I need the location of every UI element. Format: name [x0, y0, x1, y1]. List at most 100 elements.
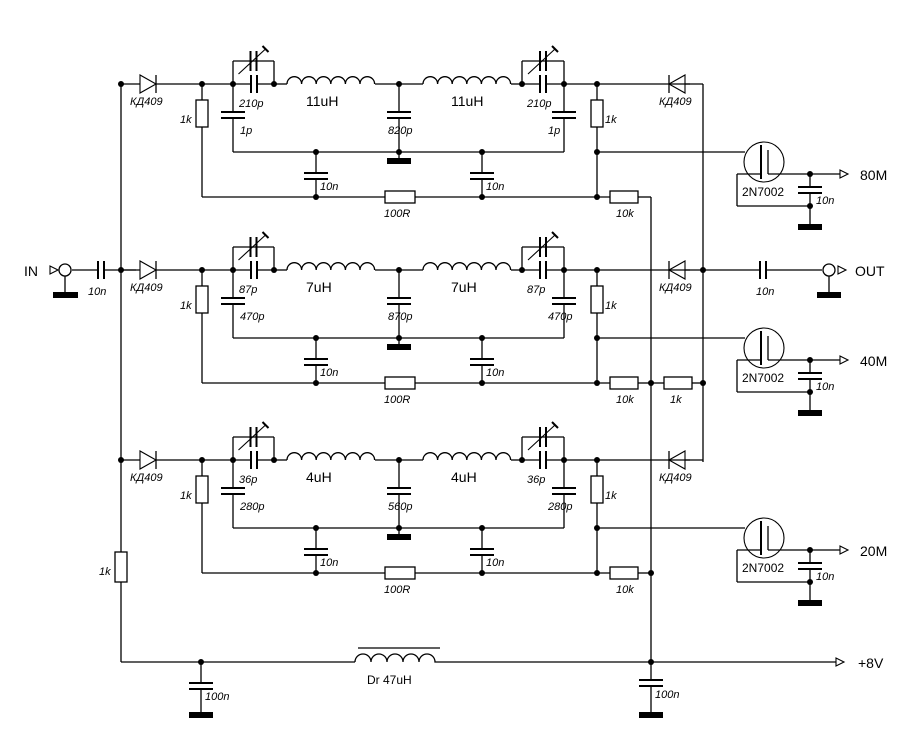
shunt-cap-out-label: 1p: [548, 125, 560, 137]
r-out-label: 1k: [605, 300, 617, 312]
gate-r-label: 10k: [616, 208, 634, 220]
inductor-2-label: 4uH: [451, 469, 477, 485]
bypass-cap-label: 10n: [320, 557, 338, 569]
output-port-label: OUT: [855, 263, 885, 279]
diode-in-label: КД409: [130, 282, 163, 294]
ground-icon: [387, 344, 411, 350]
ground-icon: [53, 292, 78, 298]
resistor-body: [609, 190, 639, 204]
junction-dot: [648, 570, 654, 576]
diode-icon: [139, 74, 158, 94]
trim-cap-in-label: 36p: [239, 474, 257, 486]
resistor-body: [195, 475, 209, 504]
trim-cap-in-label: 87p: [239, 284, 257, 296]
r-out-label: 1k: [605, 490, 617, 502]
junction-dot: [700, 380, 706, 386]
resistor-body: [384, 566, 416, 580]
ground-icon: [387, 158, 411, 164]
resistor-body: [590, 475, 604, 504]
bypass-cap-label: 10n: [320, 181, 338, 193]
input-arrow-icon: [49, 265, 60, 275]
inductor-1-label: 7uH: [306, 279, 332, 295]
series-r-label: 100R: [384, 208, 410, 220]
band-output-arrow-icon: [839, 545, 850, 555]
resistor-body: [384, 376, 416, 390]
diode-out-label: КД409: [659, 96, 692, 108]
decoupling-cap-2-label: 100n: [655, 689, 679, 701]
ground-icon: [798, 600, 822, 606]
resistor-body: [609, 566, 639, 580]
output-connector: 10n OUT: [756, 261, 885, 298]
bias-resistor: 1k: [99, 551, 128, 583]
diode-out-label: КД409: [659, 282, 692, 294]
supply-port-label: +8V: [858, 655, 884, 671]
gate-r-label: 10k: [616, 584, 634, 596]
global-wiring: [72, 84, 836, 663]
series-r-label: 100R: [384, 394, 410, 406]
trim-cap-out-label: 210p: [526, 98, 551, 110]
fet-cap-label: 10n: [816, 571, 834, 583]
band-40m: КД409 1k 87p 470p 7uH 870p 7uH 87p 470p 1k КД409 10…: [118, 231, 887, 416]
band-20m: КД409 1k 36p 280p 4uH 560p 4uH 36p 280p 1k КД409 10…: [118, 421, 887, 606]
shunt-cap-out-label: 280p: [547, 501, 572, 513]
trim-cap-out-label: 36p: [527, 474, 545, 486]
fet-label: 2N7002: [742, 371, 784, 385]
output-arrow-icon: [837, 265, 848, 275]
trim-cap-out-label: 87p: [527, 284, 545, 296]
input-connector: IN: [24, 263, 78, 298]
fet-label: 2N7002: [742, 561, 784, 575]
bypass-cap-label: 10n: [320, 367, 338, 379]
diode-in-label: КД409: [130, 472, 163, 484]
resistor-body: [195, 99, 209, 128]
diode-out-label: КД409: [659, 472, 692, 484]
inductor-2-label: 11uH: [451, 93, 483, 109]
band-output-label: 20M: [860, 543, 887, 559]
input-cap-label: 10n: [88, 286, 106, 298]
mosfet-icon: [743, 141, 785, 183]
r-in-label: 1k: [180, 490, 192, 502]
bypass-cap-label: 10n: [486, 557, 504, 569]
inductor-2-label: 7uH: [451, 279, 477, 295]
band-output-label: 40M: [860, 353, 887, 369]
fet-cap-label: 10n: [816, 195, 834, 207]
r-in-label: 1k: [180, 114, 192, 126]
ground-icon: [639, 712, 663, 718]
gate-r-label: 10k: [616, 394, 634, 406]
shunt-cap-out-label: 470p: [548, 311, 572, 323]
choke-inductor: Dr 47uH: [354, 647, 443, 687]
inductor-1-label: 4uH: [306, 469, 332, 485]
supply-arrow-icon: [835, 657, 846, 667]
shunt-cap-in-label: 280p: [239, 501, 264, 513]
series-r-label: 100R: [384, 584, 410, 596]
bypass-cap-label: 10n: [486, 181, 504, 193]
center-cap-label: 560p: [388, 501, 412, 513]
diode-icon: [139, 450, 158, 470]
band-output-arrow-icon: [839, 169, 850, 179]
resistor-body: [384, 190, 416, 204]
ground-icon: [387, 534, 411, 540]
resistor-body: [590, 285, 604, 314]
decoupling-cap-2: 100n: [639, 659, 679, 718]
ground-icon: [798, 410, 822, 416]
resistor-body: [663, 376, 693, 390]
diode-icon: [139, 260, 158, 280]
shunt-cap-in-label: 1p: [240, 125, 252, 137]
input-port-label: IN: [24, 263, 38, 279]
ground-icon: [817, 292, 841, 298]
resistor-body: [195, 285, 209, 314]
band-output-label: 80M: [860, 167, 887, 183]
decoupling-cap-1-label: 100n: [205, 691, 229, 703]
extra-r-label: 1k: [670, 394, 682, 406]
center-cap-label: 870p: [388, 311, 412, 323]
center-cap-label: 820p: [388, 125, 412, 137]
output-cap-label: 10n: [756, 286, 774, 298]
fet-cap-label: 10n: [816, 381, 834, 393]
shunt-cap-in-label: 470p: [240, 311, 264, 323]
r-out-label: 1k: [605, 114, 617, 126]
trim-cap-in-label: 210p: [238, 98, 263, 110]
supply-port: +8V: [835, 655, 884, 671]
input-capacitor: 10n: [88, 261, 106, 298]
